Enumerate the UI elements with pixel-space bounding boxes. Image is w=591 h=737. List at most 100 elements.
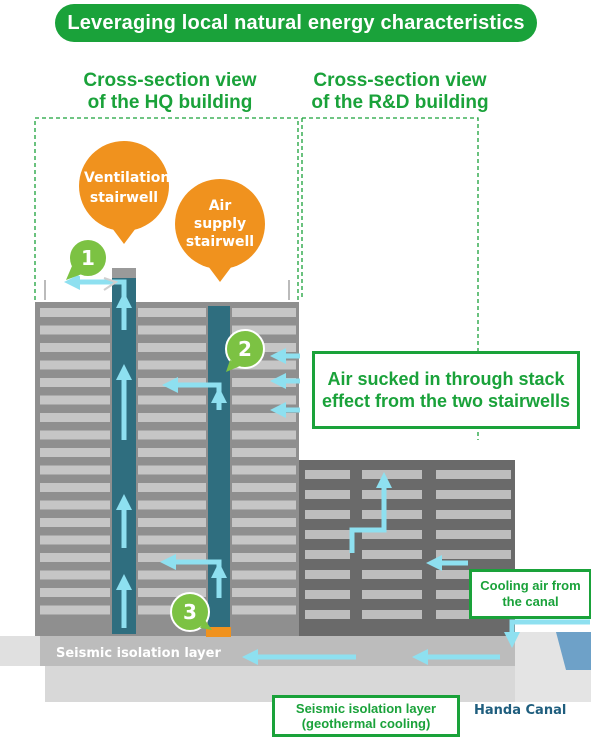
marker-3-number: 3	[183, 600, 197, 624]
hq-slab	[138, 343, 206, 352]
air-sucked-line2: effect from the two stairwells	[321, 391, 571, 411]
rd-slab	[305, 570, 350, 579]
hq-slab	[138, 588, 206, 597]
rd-slab	[362, 470, 422, 479]
air-supply-line1: Air	[208, 198, 232, 214]
marker-1	[66, 238, 108, 280]
ventilation-bubble-text: Ventilation stairwell	[84, 168, 171, 208]
hq-slab	[138, 360, 206, 370]
hq-slab	[138, 483, 206, 492]
hq-slab	[40, 588, 110, 597]
title-text: Leveraging local natural energy characte…	[67, 11, 525, 34]
cooling-air-callout: Cooling air from the canal	[469, 569, 591, 619]
air-sucked-line1: Air sucked in through stack	[327, 369, 565, 389]
rd-header-line2: of the R&D building	[311, 92, 489, 113]
hq-slab	[232, 413, 296, 422]
hq-slab	[138, 465, 206, 475]
hq-slab	[40, 308, 110, 317]
hq-slab	[138, 535, 206, 545]
marker-2	[225, 329, 265, 372]
ventilation-bubble	[79, 141, 169, 244]
hq-header: Cross-section view of the HQ building	[60, 70, 280, 114]
air-supply-line3: stairwell	[185, 234, 255, 250]
hq-slab	[138, 308, 206, 317]
airflow-arrows	[63, 273, 590, 666]
rd-slab	[305, 590, 350, 599]
seismic-layer-label: Seismic isolation layer	[56, 646, 221, 661]
hq-slab	[232, 378, 296, 387]
seismic-geo-line1: Seismic isolation layer	[295, 701, 437, 716]
hq-slab	[232, 553, 296, 562]
hq-slab	[232, 500, 296, 510]
air-supply-bubble	[175, 179, 265, 282]
hq-slab	[232, 448, 296, 457]
rd-slab	[305, 510, 350, 519]
hq-slab	[138, 500, 206, 510]
rd-slab	[436, 530, 511, 539]
cooling-air-line2: the canal	[502, 594, 559, 609]
hq-slab	[40, 518, 110, 527]
rd-slab	[436, 510, 511, 519]
title-banner: Leveraging local natural energy characte…	[55, 4, 537, 42]
hq-slab	[138, 518, 206, 527]
hq-slab	[232, 605, 296, 615]
handa-canal-label: Handa Canal	[474, 703, 567, 718]
hq-slab	[40, 465, 110, 475]
hq-slab	[232, 465, 296, 475]
section-guides	[34, 117, 479, 440]
hq-slab	[232, 518, 296, 527]
rd-slab	[436, 470, 511, 479]
hq-header-line1: Cross-section view	[83, 70, 257, 91]
hq-slab	[40, 483, 110, 492]
hq-slab	[40, 570, 110, 580]
ground-base	[40, 636, 520, 666]
ventilation-line1: Ventilation	[84, 170, 171, 186]
hq-building	[35, 280, 299, 636]
seismic-geothermal-callout: Seismic isolation layer (geothermal cool…	[272, 695, 460, 737]
canal-water	[556, 632, 591, 670]
rd-slab	[305, 530, 350, 539]
hq-slab	[232, 395, 296, 405]
hq-slab	[40, 500, 110, 510]
air-supply-line2: supply	[193, 216, 247, 232]
marker-3	[170, 592, 212, 632]
hq-slab	[40, 343, 110, 352]
hq-slab	[138, 395, 206, 405]
hq-slab	[232, 570, 296, 580]
rd-slab	[362, 590, 422, 599]
hq-slab	[40, 605, 110, 615]
rd-slab	[362, 610, 422, 619]
hq-slab	[232, 588, 296, 597]
rd-slab	[436, 490, 511, 499]
rd-slab	[305, 470, 350, 479]
ventilation-line2: stairwell	[89, 190, 159, 206]
rd-header: Cross-section view of the R&D building	[290, 70, 510, 114]
ground-left	[0, 636, 45, 666]
hq-slab	[40, 378, 110, 387]
hq-slab	[138, 325, 206, 335]
intake-marker	[206, 627, 231, 637]
hq-slab	[138, 448, 206, 457]
hq-slab	[40, 448, 110, 457]
rd-slab	[436, 550, 511, 559]
air-supply-bubble-text: Air supply stairwell	[180, 197, 260, 251]
hq-slab	[138, 413, 206, 422]
hq-slab	[232, 483, 296, 492]
hq-slab	[138, 430, 206, 440]
rd-slab	[362, 510, 422, 519]
rd-slab	[362, 490, 422, 499]
hq-slab	[40, 430, 110, 440]
hq-slab	[232, 360, 296, 370]
hq-slab	[232, 308, 296, 317]
air-sucked-callout: Air sucked in through stack effect from …	[312, 351, 580, 429]
rd-slab	[362, 530, 422, 539]
rd-header-line1: Cross-section view	[313, 70, 487, 91]
hq-slab	[232, 430, 296, 440]
marker-1-number: 1	[81, 246, 95, 270]
hq-slab	[232, 535, 296, 545]
hq-slab	[40, 395, 110, 405]
rd-slab	[362, 570, 422, 579]
hq-slab	[232, 325, 296, 335]
hq-slab	[40, 553, 110, 562]
